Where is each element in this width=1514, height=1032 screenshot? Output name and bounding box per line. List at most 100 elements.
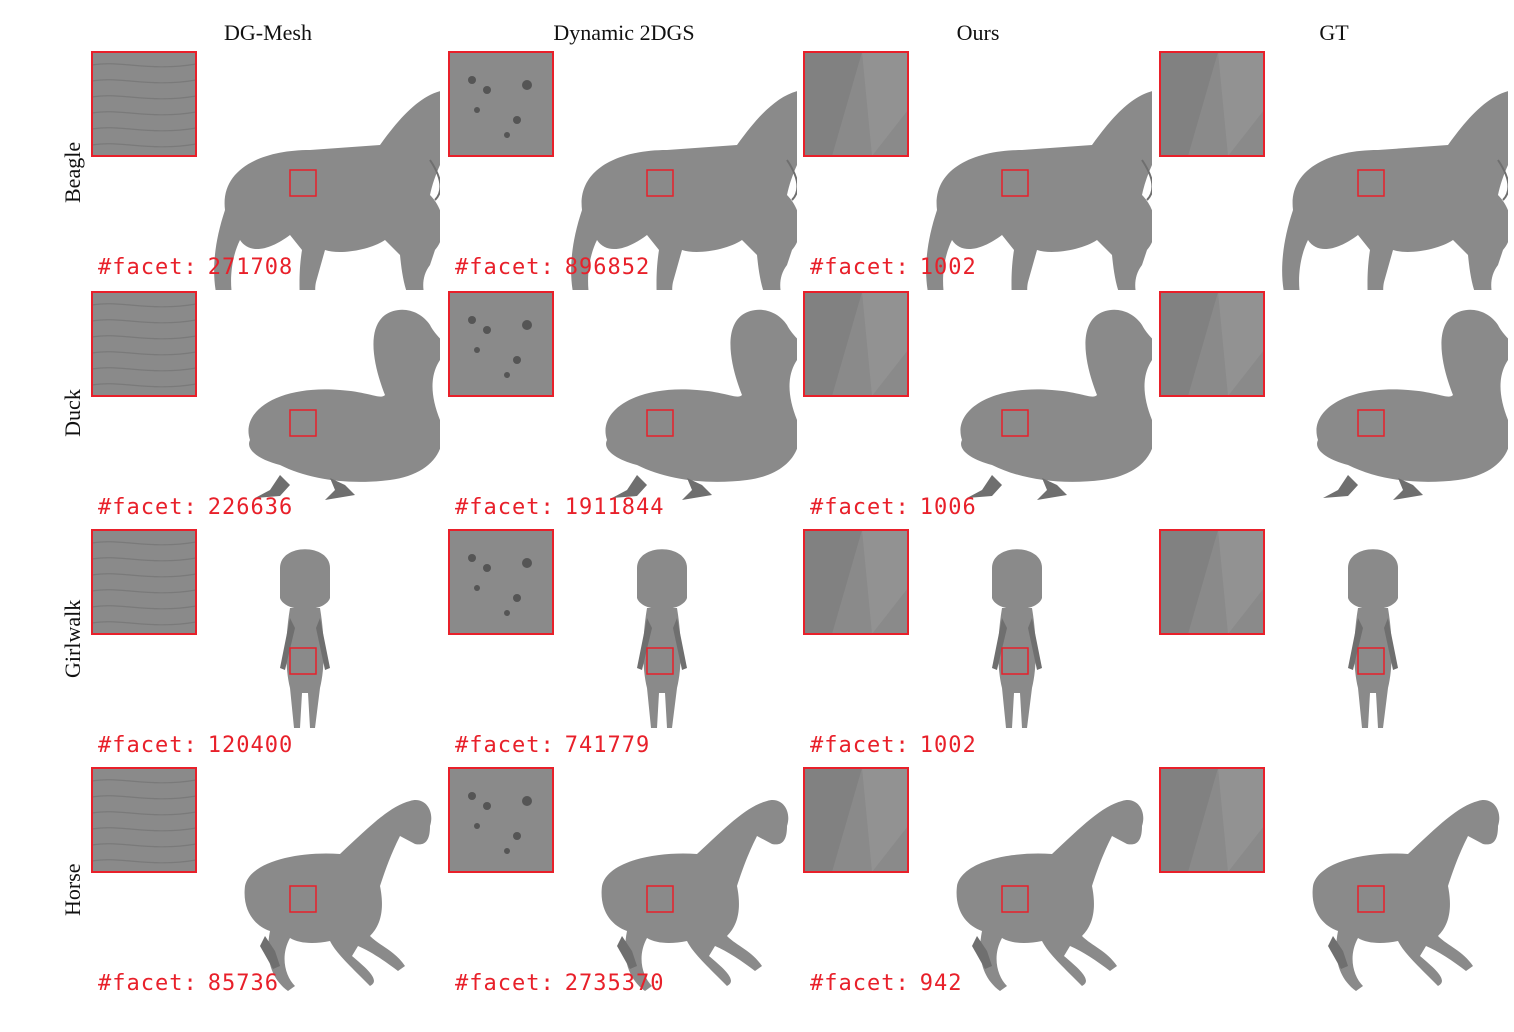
inset-frame <box>803 767 909 873</box>
mesh-render-dog <box>448 51 797 290</box>
mesh-render-dog <box>803 51 1152 290</box>
zoom-inset <box>91 51 197 157</box>
duck-right-foot <box>1037 478 1067 500</box>
result-cell-girlwalk-3 <box>1158 528 1508 768</box>
girl-arms <box>1348 618 1398 670</box>
inset-facet <box>862 52 908 156</box>
inset-surface <box>449 292 553 396</box>
duck-body <box>605 309 797 482</box>
girl-head <box>992 549 1042 610</box>
inset-artifact <box>522 80 532 90</box>
dog-ear-line <box>786 159 797 201</box>
result-cell-beagle-3 <box>1158 50 1508 290</box>
inset-artifact <box>483 326 491 334</box>
zoom-inset <box>1159 529 1265 635</box>
duck-mesh <box>248 309 440 500</box>
facet-count-prefix: #facet: <box>98 255 198 280</box>
inset-frame <box>1159 51 1265 157</box>
dog-body <box>571 91 797 290</box>
inset-ripple <box>91 367 197 372</box>
facet-count: #facet:1006 <box>810 495 977 520</box>
horse-body <box>244 800 432 991</box>
dog-body <box>1282 91 1508 290</box>
facet-count-value: 741779 <box>564 733 651 758</box>
inset-artifact <box>474 347 480 353</box>
inset-facet <box>862 292 908 396</box>
facet-count: #facet:120400 <box>98 733 293 758</box>
girl-body <box>643 608 681 728</box>
inset-ripple <box>91 795 197 800</box>
inset-surface <box>92 292 196 396</box>
horse-body <box>956 800 1144 991</box>
inset-artifact <box>504 372 510 378</box>
inset-facet <box>1218 768 1264 872</box>
inset-artifact <box>504 610 510 616</box>
inset-ripple <box>91 827 197 832</box>
zoom-inset <box>448 291 554 397</box>
dog-front-paw <box>1120 282 1128 290</box>
inset-artifact <box>522 320 532 330</box>
duck-right-foot <box>682 478 712 500</box>
zoom-inset <box>91 767 197 873</box>
facet-count-value: 1006 <box>919 495 977 520</box>
inset-facet <box>1160 768 1218 872</box>
facet-count-value: 2735370 <box>564 971 665 996</box>
inset-facet <box>1218 292 1264 396</box>
inset-surface <box>449 530 553 634</box>
inset-ripple <box>91 319 197 324</box>
inset-artifact <box>513 594 521 602</box>
zoom-region-box <box>289 885 317 913</box>
result-cell-girlwalk-1: #facet:741779 <box>447 528 797 768</box>
facet-count-prefix: #facet: <box>455 495 555 520</box>
duck-mesh <box>960 309 1152 500</box>
duck-left-foot <box>1323 475 1358 498</box>
dog-ear-line <box>1141 159 1152 201</box>
facet-count: #facet:85736 <box>98 971 279 996</box>
dog-front-paw <box>408 282 416 290</box>
horse-mesh <box>956 800 1144 991</box>
girl-arms <box>992 618 1042 670</box>
facet-count-value: 1002 <box>919 255 977 280</box>
inset-ripple <box>91 127 197 132</box>
facet-count: #facet: 1002 <box>810 255 977 280</box>
inset-artifact <box>468 316 476 324</box>
inset-ripple <box>91 383 197 388</box>
inset-ripple <box>91 143 197 148</box>
girl-body <box>286 608 324 728</box>
facet-count: #facet:741779 <box>455 733 650 758</box>
facet-count-prefix: #facet: <box>810 255 910 280</box>
duck-body <box>1316 309 1508 482</box>
zoom-region-box <box>289 409 317 437</box>
inset-artifact <box>474 823 480 829</box>
inset-frame <box>91 767 197 873</box>
inset-ripple <box>91 779 197 784</box>
zoom-inset <box>803 51 909 157</box>
duck-body <box>960 309 1152 482</box>
inset-ripple <box>91 111 197 116</box>
inset-surface <box>92 530 196 634</box>
inset-ripple <box>91 79 197 84</box>
inset-ripple <box>91 589 197 594</box>
inset-artifact <box>504 848 510 854</box>
inset-ripple <box>91 573 197 578</box>
mesh-render-girl <box>448 529 687 728</box>
horse-mesh <box>1312 800 1500 991</box>
horse-hind-leg <box>972 936 992 969</box>
inset-artifact <box>513 832 521 840</box>
mesh-render-horse <box>91 767 432 991</box>
inset-facet <box>862 768 908 872</box>
mesh-render-horse <box>1159 767 1500 991</box>
inset-facet <box>1218 530 1264 634</box>
girl-arms <box>637 618 687 670</box>
mesh-render-duck <box>448 291 797 500</box>
inset-artifact <box>504 132 510 138</box>
column-header-dg-mesh: DG-Mesh <box>224 20 312 45</box>
mesh-render-dog <box>1159 51 1508 290</box>
result-cell-duck-1: #facet:1911844 <box>447 290 797 530</box>
facet-count-value: 226636 <box>207 495 294 520</box>
inset-facet <box>1160 52 1218 156</box>
inset-artifact <box>513 356 521 364</box>
inset-artifact <box>468 554 476 562</box>
dog-mesh <box>214 91 440 290</box>
